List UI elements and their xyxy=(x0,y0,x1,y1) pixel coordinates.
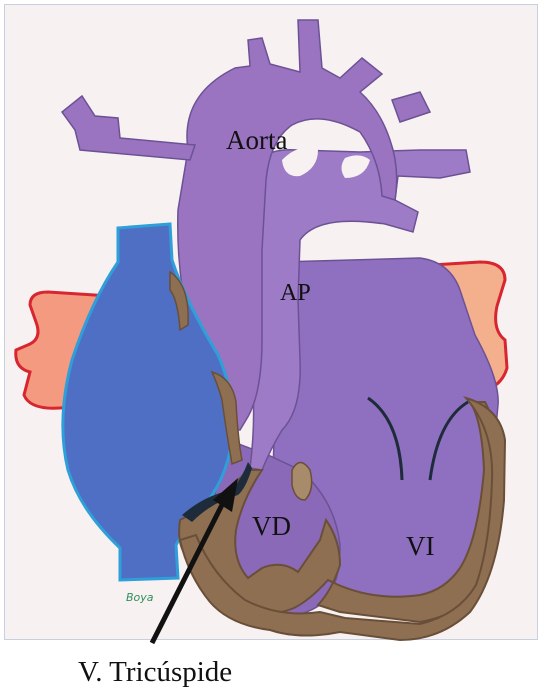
aorta-branch-left xyxy=(62,96,195,160)
tricuspid-valve-label: V. Tricúspide xyxy=(78,658,232,687)
aorta-branch-right xyxy=(392,92,430,122)
aorta-label: Aorta xyxy=(226,127,287,154)
pulmonary-artery-label: AP xyxy=(280,281,311,305)
septal-nodule xyxy=(292,463,312,501)
right-ventricle-label: VD xyxy=(252,513,291,540)
left-ventricle-label: VI xyxy=(406,533,435,560)
artist-signature: Boya xyxy=(126,591,154,604)
